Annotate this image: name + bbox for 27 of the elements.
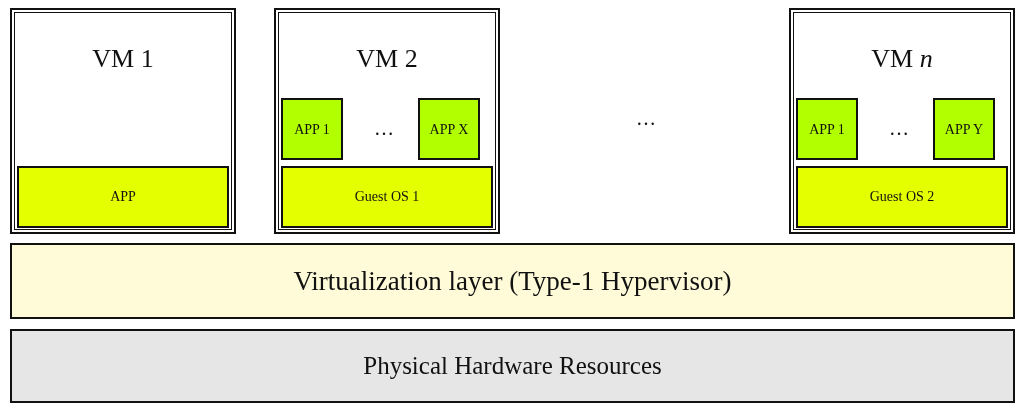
app-label: APP Y — [944, 120, 984, 138]
os-box — [281, 166, 493, 228]
vm-box — [274, 8, 500, 234]
os-label: Guest OS 1 — [354, 189, 420, 205]
os-label: Guest OS 2 — [869, 189, 935, 205]
hypervisor-layer-band — [10, 243, 1015, 319]
ellipsis: … — [889, 118, 909, 138]
ellipsis: … — [636, 108, 656, 128]
layer-label: Physical Hardware Resources — [363, 352, 662, 380]
vm-title: VM n — [870, 44, 934, 74]
hardware-layer-band — [10, 329, 1015, 403]
os-label: APP — [110, 189, 136, 205]
vm-title: VM 2 — [355, 44, 419, 74]
app-box — [418, 98, 480, 160]
vm-box — [789, 8, 1015, 234]
ellipsis: … — [374, 118, 394, 138]
vm-box — [10, 8, 236, 234]
app-label: APP 1 — [294, 120, 330, 138]
vm-title: VM 1 — [91, 44, 155, 74]
os-box — [17, 166, 229, 228]
app-label: APP 1 — [809, 120, 845, 138]
layer-label: Virtualization layer (Type-1 Hypervisor) — [293, 265, 732, 297]
os-box — [796, 166, 1008, 228]
app-box — [796, 98, 858, 160]
app-label: APP X — [429, 120, 469, 138]
app-box — [281, 98, 343, 160]
app-box — [933, 98, 995, 160]
